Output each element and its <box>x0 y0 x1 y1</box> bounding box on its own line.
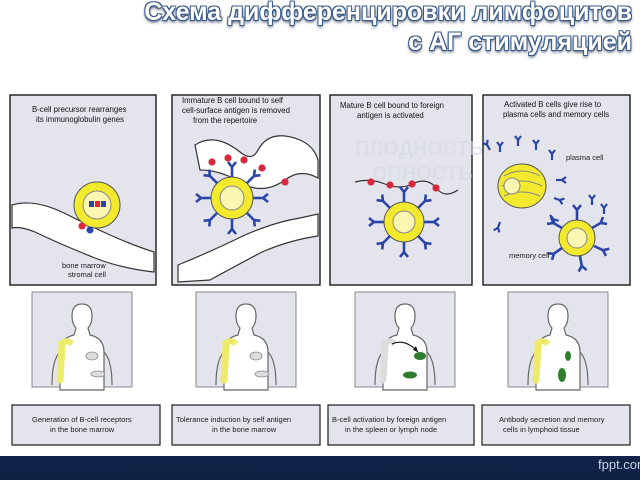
bottom-caption-2: Tolerance induction by self antigen in t… <box>171 404 321 446</box>
bottom-caption-4-line-2: cells in lymphoid tissue <box>503 425 580 434</box>
stromal-cell-label-line-1: bone marrow <box>62 261 106 270</box>
title-band <box>0 0 640 64</box>
bottom-caption-4: Antibody secretion and memory cells in l… <box>481 404 631 446</box>
bottom-caption-4-line-1: Antibody secretion and memory <box>499 415 605 424</box>
plasma-cell <box>497 163 547 209</box>
panel-2-immature-bcell: Immature B cell bound to self cell-surfa… <box>171 94 321 286</box>
memory-cell-label: memory cell <box>509 251 550 260</box>
lymph-node-green <box>403 371 417 379</box>
panel-3-caption-line-1: Mature B cell bound to foreign <box>340 101 444 110</box>
faint-watermark-line-1: ПЛОДНОСТЬ <box>355 138 484 160</box>
panel-2-caption-line-3: from the repertoire <box>193 116 257 125</box>
anatomy-panel-2 <box>195 291 297 391</box>
bottom-caption-3-line-1: B-cell activation by foreign antigen <box>332 415 446 424</box>
slide-title-line-1: Схема дифференцировки лимфоцитов <box>144 0 632 26</box>
panel-4-plasma-memory: Activated B cells give rise to plasma ce… <box>481 94 631 286</box>
bottom-caption-3-line-2: in the spleen or lymph node <box>345 425 437 434</box>
panel-1-caption-line-2: its immunoglobulin genes <box>36 115 124 124</box>
bottom-caption-2-line-2: in the bone marrow <box>212 425 277 434</box>
panel-2-caption-line-2: cell-surface antigen is removed <box>182 106 290 115</box>
panel-3-caption-line-2: antigen is activated <box>357 111 424 120</box>
bottom-caption-1-line-2: in the bone marrow <box>50 425 115 434</box>
panel-1-bcell-precursor: B-cell precursor rearranges its immunogl… <box>9 94 157 286</box>
stromal-cell-label-line-2: stromal cell <box>68 270 106 279</box>
anatomy-panel-1 <box>31 291 133 391</box>
panel-1-caption-line-1: B-cell precursor rearranges <box>32 105 127 114</box>
panel-2-caption-line-1: Immature B cell bound to self <box>182 96 284 105</box>
anatomy-panel-3 <box>354 291 456 391</box>
bottom-caption-2-line-1: Tolerance induction by self antigen <box>176 415 291 424</box>
fppt-watermark: fppt.com <box>598 457 640 472</box>
faint-watermark-line-2: ОПНОСТЬ <box>372 163 472 185</box>
bottom-caption-1: Generation of B-cell receptors in the bo… <box>11 404 161 446</box>
b-cell-diagram-figure: B-cell precursor rearranges its immunogl… <box>0 64 640 456</box>
panel-4-caption-line-2: plasma cells and memory cells <box>503 110 609 119</box>
bottom-caption-1-line-1: Generation of B-cell receptors <box>32 415 132 424</box>
bone-marrow-cell <box>177 213 319 283</box>
slide-title-line-2: с АГ стимуляцией <box>408 28 632 56</box>
plasma-cell-label: plasma cell <box>566 153 604 162</box>
panel-3-mature-bcell: ПЛОДНОСТЬ ОПНОСТЬ Mature B cell bound to… <box>329 94 484 286</box>
stromal-cell-shape <box>11 202 155 273</box>
anatomy-panel-4 <box>507 291 609 391</box>
panel-4-caption-line-1: Activated B cells give rise to <box>504 100 602 109</box>
spleen-green <box>414 352 426 360</box>
bottom-caption-3: B-cell activation by foreign antigen in … <box>327 404 475 446</box>
